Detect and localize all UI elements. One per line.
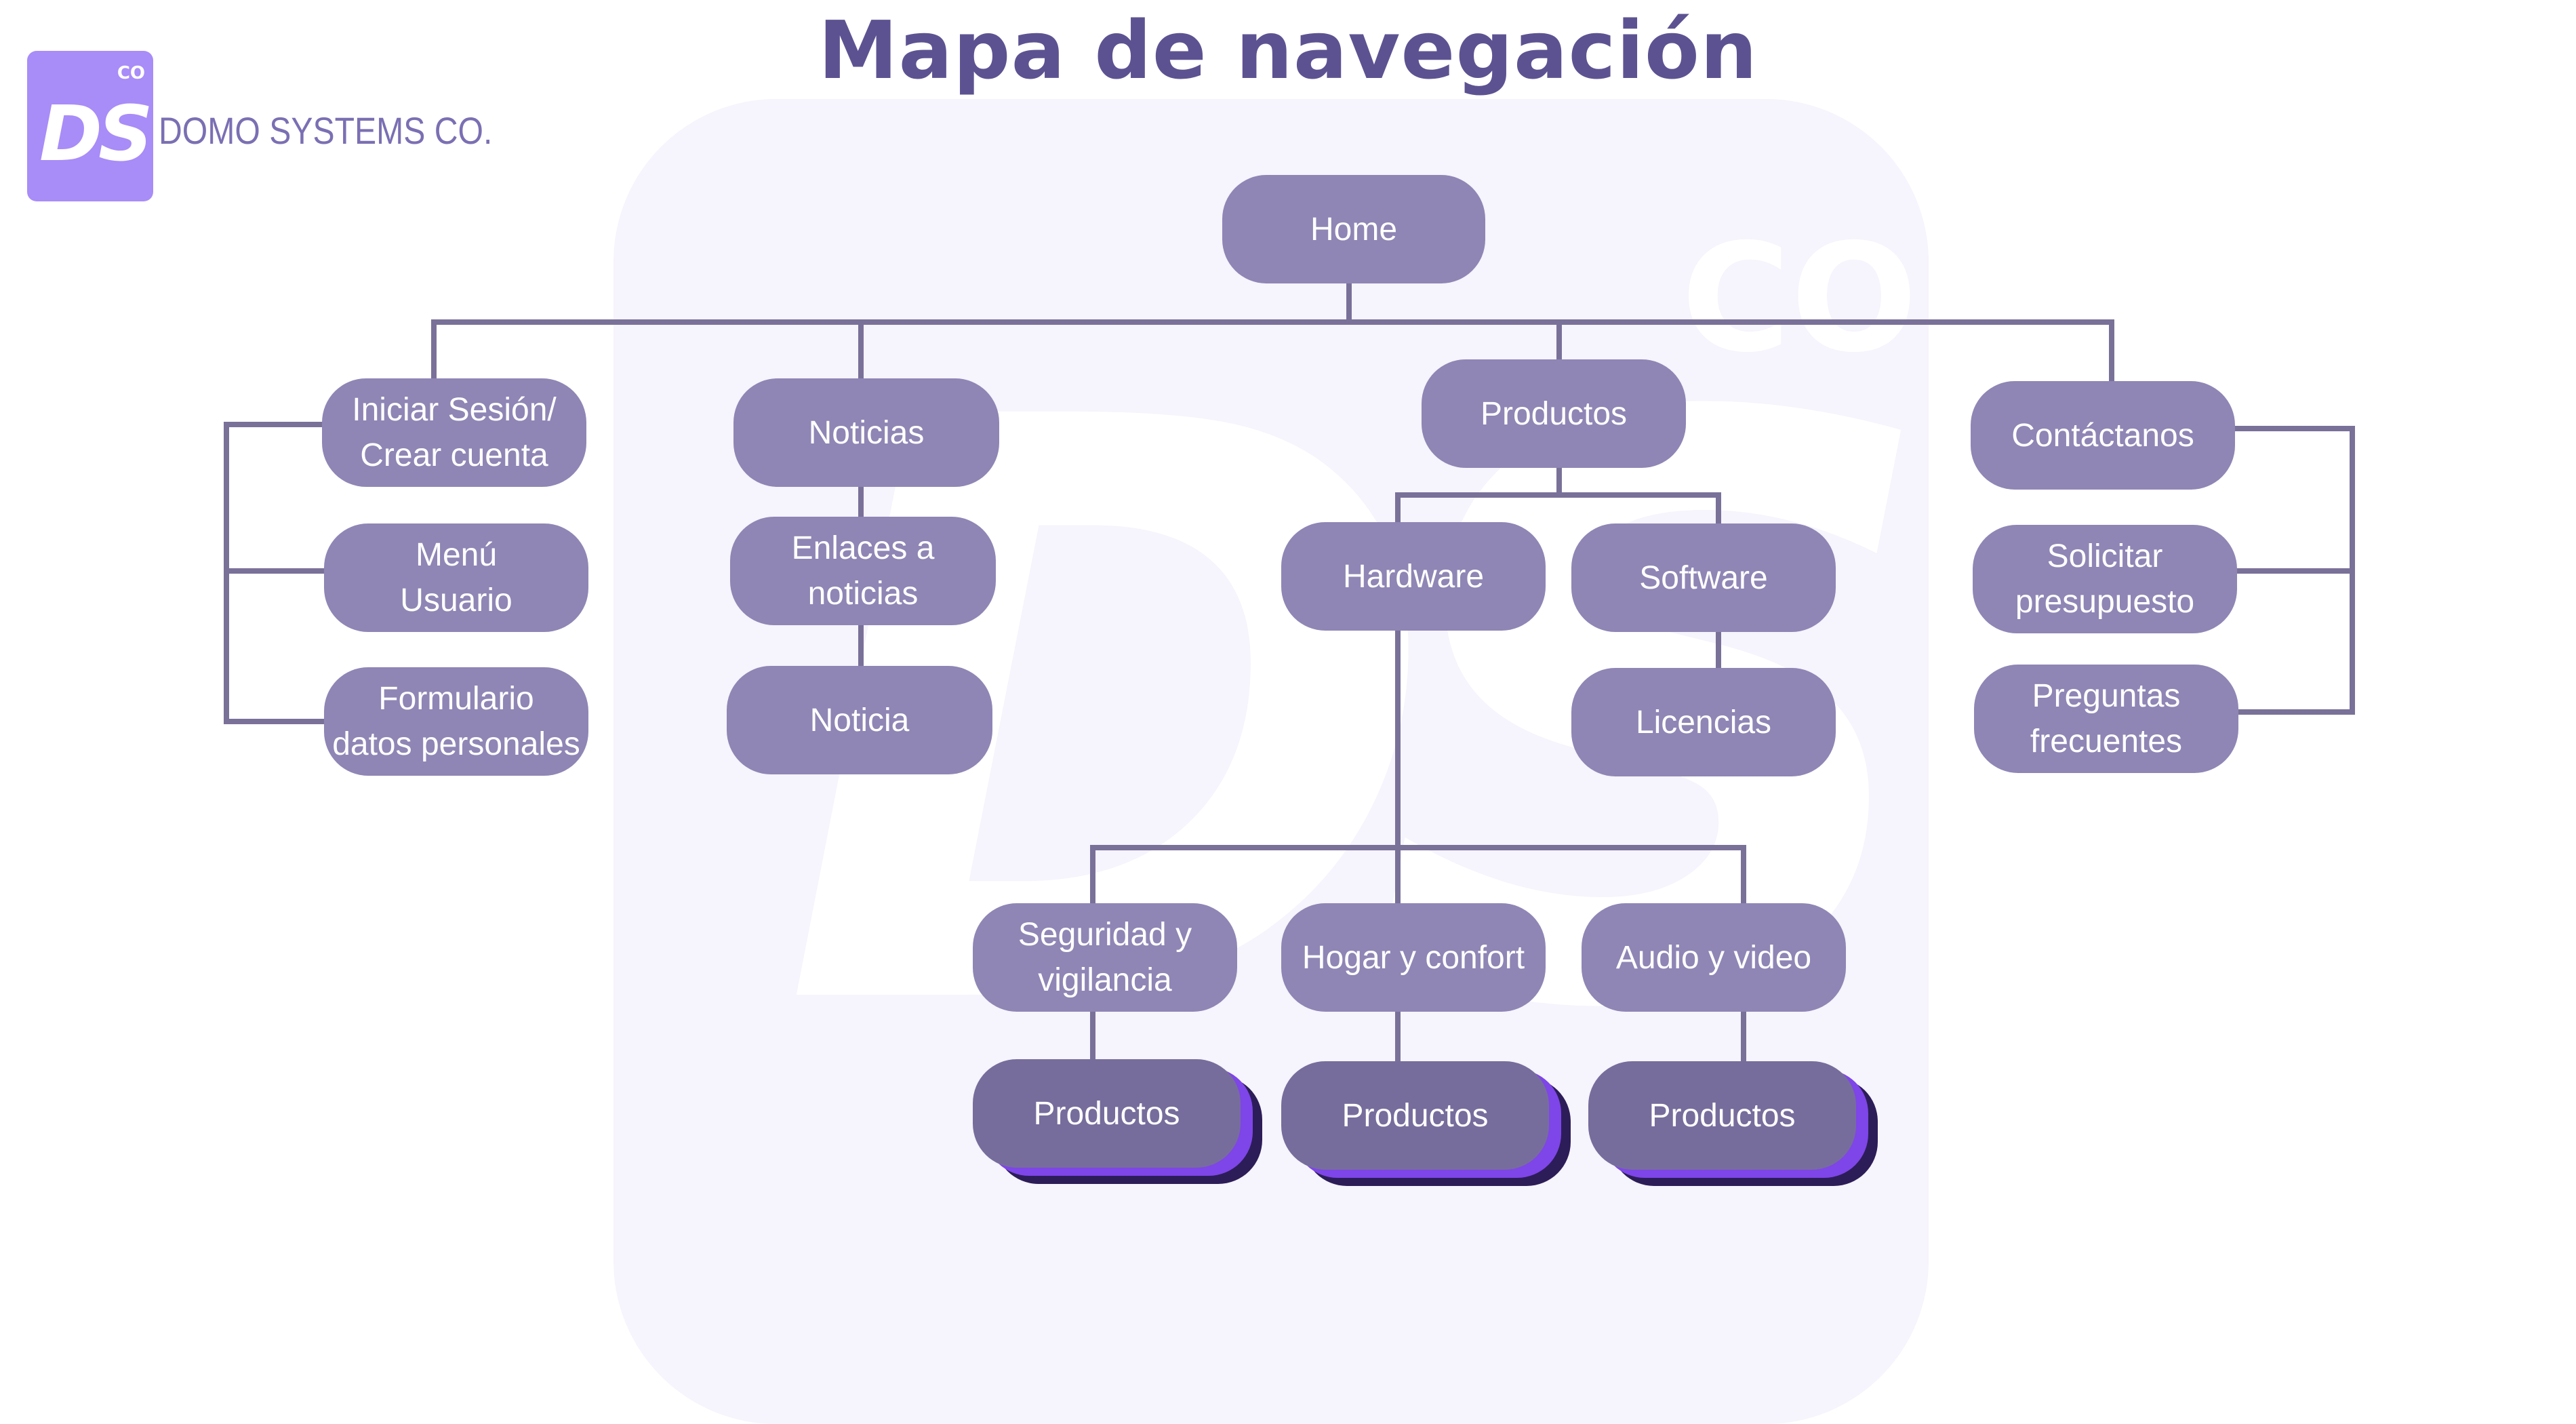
node-products-security-stack: Productos bbox=[973, 1059, 1264, 1188]
node-security: Seguridad y vigilancia bbox=[973, 903, 1237, 1012]
node-home-comfort: Hogar y confort bbox=[1281, 903, 1546, 1012]
node-products-home: Productos bbox=[1281, 1061, 1549, 1170]
node-software: Software bbox=[1571, 523, 1836, 632]
node-products-security: Productos bbox=[973, 1059, 1241, 1168]
node-personal-form: Formulario datos personales bbox=[324, 667, 588, 776]
node-products-audio-stack: Productos bbox=[1588, 1061, 1880, 1190]
node-products-home-stack: Productos bbox=[1281, 1061, 1573, 1190]
node-quote: Solicitar presupuesto bbox=[1973, 525, 2237, 633]
node-audio-video: Audio y video bbox=[1582, 903, 1846, 1012]
watermark-co-logo: CO bbox=[1681, 212, 1918, 385]
node-home: Home bbox=[1222, 175, 1485, 283]
node-news-item: Noticia bbox=[727, 666, 992, 774]
logo-mark: DS bbox=[39, 90, 153, 178]
node-contact: Contáctanos bbox=[1971, 381, 2235, 490]
node-faq: Preguntas frecuentes bbox=[1974, 665, 2238, 773]
page-title: Mapa de navegación bbox=[818, 3, 1758, 97]
node-products-audio: Productos bbox=[1588, 1061, 1856, 1170]
node-products: Productos bbox=[1422, 359, 1686, 468]
company-logo: DS CO bbox=[27, 51, 153, 201]
logo-superscript: CO bbox=[117, 63, 145, 83]
node-news: Noticias bbox=[733, 378, 999, 487]
node-licenses: Licencias bbox=[1571, 668, 1836, 776]
node-news-links: Enlaces a noticias bbox=[730, 517, 996, 625]
node-user-menu: Menú Usuario bbox=[324, 523, 588, 632]
company-name: DOMO SYSTEMS CO. bbox=[159, 109, 493, 152]
node-hardware: Hardware bbox=[1281, 522, 1546, 631]
node-login: Iniciar Sesión/ Crear cuenta bbox=[322, 378, 586, 487]
